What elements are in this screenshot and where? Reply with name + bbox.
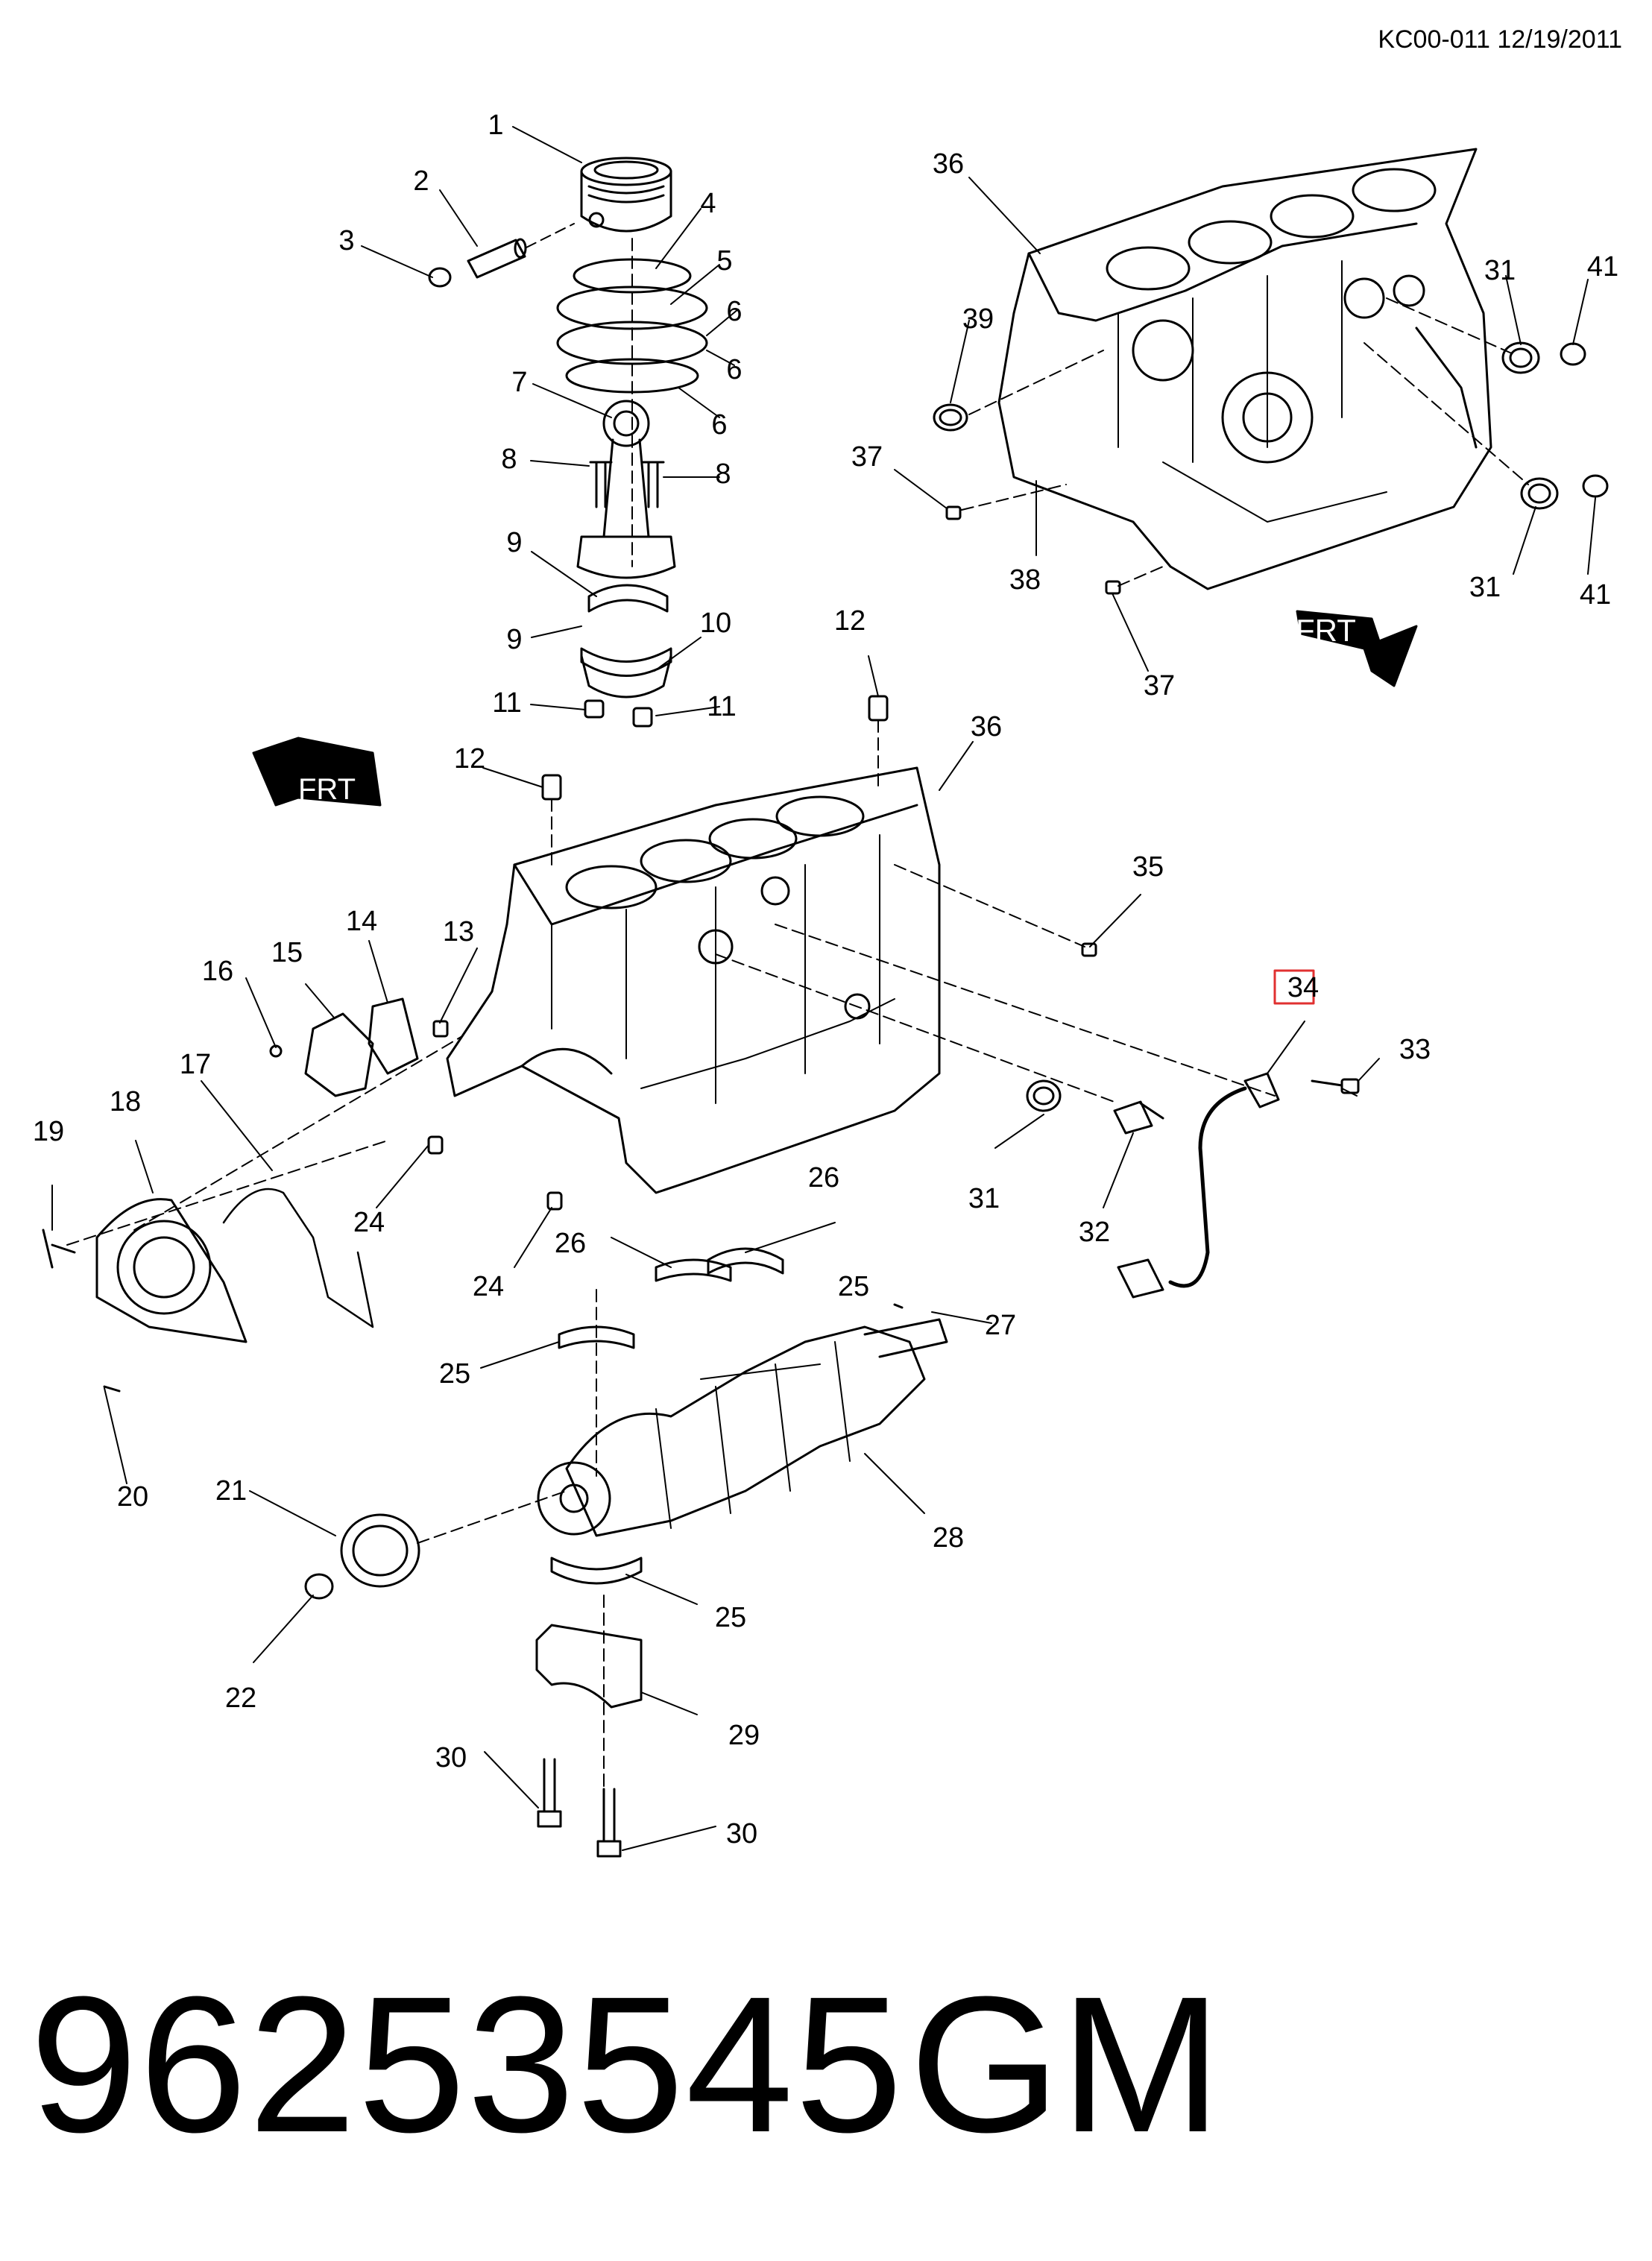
callout-21: 21 (215, 1475, 247, 1507)
callout-19: 19 (33, 1116, 64, 1147)
callout-26: 26 (808, 1162, 839, 1193)
manufacturer: GM (909, 1957, 1222, 2173)
callout-24: 24 (353, 1207, 385, 1238)
callout-34: 34 (1287, 972, 1319, 1003)
callout-6: 6 (726, 354, 742, 385)
engine-block-front-view (42, 695, 1276, 1393)
callout-31: 31 (1484, 255, 1516, 286)
callout-9: 9 (506, 527, 522, 558)
callout-labels: 1 2 3 4 5 6 6 6 7 8 8 9 9 10 11 11 12 12… (33, 110, 1618, 1850)
callout-25: 25 (838, 1271, 869, 1302)
callout-36: 36 (933, 148, 964, 180)
callout-28: 28 (933, 1522, 964, 1554)
callout-11: 11 (707, 691, 736, 722)
front-label-rear: FRT (1296, 613, 1356, 648)
engine-block-rear-view (933, 148, 1609, 595)
callout-26: 26 (555, 1228, 586, 1259)
callout-4: 4 (700, 188, 716, 219)
callout-25: 25 (715, 1602, 746, 1633)
front-label-front: FRT (298, 773, 356, 806)
callout-6: 6 (711, 409, 727, 441)
crankshaft-group (304, 1247, 948, 1858)
callout-5: 5 (716, 245, 732, 277)
callout-41: 41 (1587, 251, 1618, 283)
callout-16: 16 (202, 956, 233, 987)
callout-38: 38 (1009, 564, 1041, 596)
callout-22: 22 (225, 1683, 256, 1714)
callout-36: 36 (971, 711, 1002, 742)
callout-24: 24 (473, 1271, 504, 1302)
callout-2: 2 (413, 165, 429, 197)
diagram-code: KC00-011 12/19/2011 (1378, 25, 1622, 54)
callout-25: 25 (439, 1358, 470, 1390)
callout-14: 14 (346, 906, 377, 937)
callout-31: 31 (1469, 572, 1501, 603)
callout-32: 32 (1079, 1217, 1110, 1248)
callout-33: 33 (1399, 1034, 1431, 1065)
callout-10: 10 (700, 608, 731, 639)
callout-37: 37 (1144, 670, 1175, 701)
piston-group (428, 157, 708, 728)
callout-12: 12 (454, 743, 485, 775)
callout-27: 27 (985, 1310, 1016, 1341)
callout-30: 30 (726, 1818, 757, 1850)
callout-3: 3 (338, 225, 354, 256)
callout-15: 15 (271, 937, 303, 968)
front-arrow-front: FRT (252, 737, 382, 807)
callout-13: 13 (443, 916, 474, 947)
callout-31: 31 (968, 1183, 1000, 1214)
callout-7: 7 (511, 367, 527, 398)
callout-18: 18 (110, 1086, 141, 1117)
callout-29: 29 (728, 1720, 760, 1751)
sensor-group (1026, 1072, 1360, 1299)
callout-30: 30 (435, 1742, 467, 1773)
callout-6: 6 (726, 296, 742, 327)
part-number: 96253545 (30, 1957, 904, 2173)
front-arrow-rear: FRT (1296, 610, 1418, 687)
leader-lines (51, 126, 1596, 1851)
callout-1: 1 (488, 110, 503, 141)
callout-17: 17 (180, 1049, 211, 1080)
callout-34-highlight (1273, 969, 1315, 1005)
callout-11: 11 (492, 687, 521, 719)
callout-41: 41 (1580, 579, 1611, 611)
callout-8: 8 (501, 444, 517, 475)
callout-20: 20 (117, 1481, 148, 1513)
callout-8: 8 (715, 458, 731, 490)
callout-12: 12 (834, 605, 866, 637)
callout-9: 9 (506, 624, 522, 655)
callout-35: 35 (1132, 851, 1164, 883)
callout-39: 39 (962, 303, 994, 335)
callout-37: 37 (851, 441, 883, 473)
